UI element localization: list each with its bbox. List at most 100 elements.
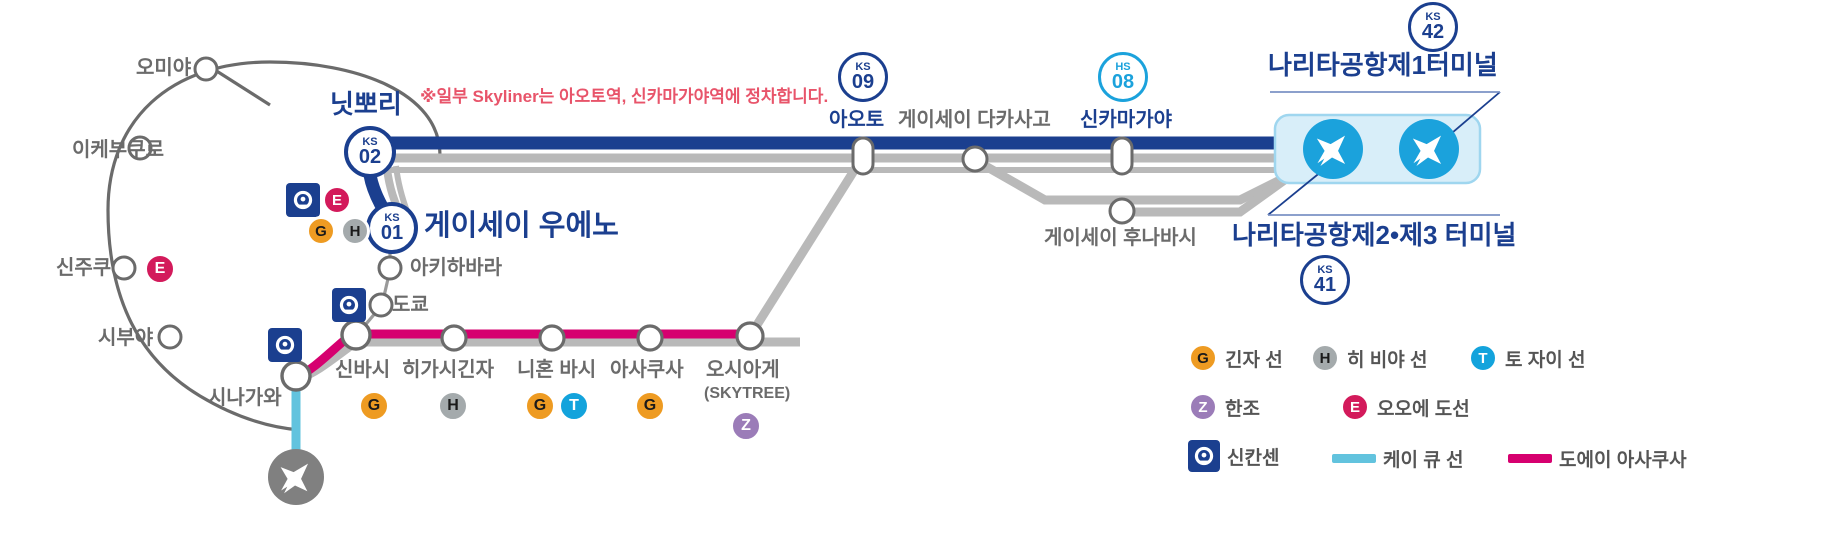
- line-badge-hibiya-ueno-letter: H: [349, 222, 361, 240]
- station-label-shin-kamagaya: 신카마가야: [1080, 109, 1172, 131]
- station-dot-shinjuku: [111, 255, 137, 281]
- legend-item-tozai[interactable]: T 토 자이 선: [1468, 343, 1585, 373]
- legend-label-toei-asakusa: 도에이 아사쿠사: [1559, 450, 1687, 471]
- legend-item-hibiya[interactable]: H 히 비야 선: [1310, 343, 1427, 373]
- shinkansen-icon-ueno: [286, 183, 320, 217]
- narita-t23-plane-icon: [1303, 119, 1363, 179]
- legend-chip-hibiya: H: [1310, 343, 1340, 373]
- line-badge-tozai-nihonbashi[interactable]: T: [558, 390, 590, 422]
- legend-label-hanzomon: 한조: [1225, 398, 1260, 420]
- ks-node-ks42[interactable]: KS 42: [1408, 2, 1458, 52]
- line-badge-hibiya-higashi-ginza[interactable]: H: [437, 390, 469, 422]
- line-badge-ginza-shimbashi[interactable]: G: [358, 390, 390, 422]
- station-dot-keisei-takasago: [961, 145, 989, 173]
- shinkansen-glyph-tokyo: [339, 295, 359, 315]
- line-badge-hibiya-higashi-ginza-letter: H: [447, 397, 459, 414]
- station-label-keisei-ueno: 게이세이 우에노: [424, 210, 619, 242]
- ks41-number: 41: [1313, 274, 1337, 296]
- line-badge-ginza-shimbashi-letter: G: [367, 397, 381, 414]
- line-badge-oedo-ueno-letter: E: [331, 191, 342, 209]
- station-label-nihonbashi: 니혼 바시: [517, 359, 597, 381]
- legend-chip-ginza: G: [1188, 343, 1218, 373]
- station-label-shinagawa: 시나가와: [208, 387, 282, 409]
- station-label-tokyo: 도쿄: [392, 294, 429, 316]
- station-dot-shibuya: [157, 324, 183, 350]
- legend-chip-ginza-letter: G: [1197, 349, 1209, 367]
- legend-label-keikyu: 케이 큐 선: [1383, 450, 1464, 471]
- station-dot-asakusa: [636, 324, 664, 352]
- station-label-aoto: 아오토: [829, 109, 885, 131]
- station-label-higashi-ginza: 히가시긴자: [402, 359, 494, 381]
- line-badge-oedo-ueno[interactable]: E: [322, 185, 352, 215]
- ks-node-ks41[interactable]: KS 41: [1300, 255, 1350, 305]
- legend-bar-toei-asakusa: [1508, 454, 1552, 463]
- line-badge-ginza-ueno-letter: G: [315, 222, 327, 240]
- omiya-spur-line: [214, 68, 271, 107]
- legend-item-toei-asakusa[interactable]: 도에이 아사쿠사: [1508, 445, 1687, 472]
- line-badge-oedo-shinjuku[interactable]: E: [144, 253, 176, 285]
- legend-chip-tozai-letter: T: [1478, 349, 1488, 367]
- line-badge-hanzomon-oshiage[interactable]: Z: [730, 410, 762, 442]
- station-label-oshiage: 오시아게: [706, 359, 780, 381]
- ks01-number: 01: [380, 222, 404, 244]
- hs08-prefix: HS: [1115, 61, 1131, 73]
- legend-item-hanzomon[interactable]: Z 한조: [1188, 392, 1260, 422]
- ks-node-ks02[interactable]: KS 02: [344, 126, 396, 178]
- line-badge-ginza-asakusa-letter: G: [643, 397, 657, 414]
- narita-t1-plane-icon: [1399, 119, 1459, 179]
- legend-item-oedo[interactable]: E 오오에 도선: [1340, 392, 1470, 422]
- funabashi-narita-line: [1122, 172, 1293, 217]
- station-label-nippori: 닛뽀리: [330, 89, 402, 119]
- yamanote-loop-line: [106, 60, 442, 432]
- station-dot-oshiage: [735, 321, 765, 351]
- shinkansen-glyph-shinagawa: [275, 335, 295, 355]
- ks-node-hs08[interactable]: HS 08: [1098, 52, 1148, 102]
- hs08-number: 08: [1111, 71, 1135, 93]
- legend-chip-hanzomon-letter: Z: [1198, 398, 1208, 416]
- station-dot-keisei-funabashi: [1108, 197, 1136, 225]
- legend-chip-hanzomon: Z: [1188, 392, 1218, 422]
- station-dot-omiya: [193, 56, 219, 82]
- station-dot-akihabara: [377, 255, 403, 281]
- oshiage-aoto-line: [746, 155, 866, 339]
- legend-item-shinkansen[interactable]: 신칸센: [1188, 440, 1279, 472]
- legend-chip-hibiya-letter: H: [1319, 349, 1331, 367]
- ks-node-ks09[interactable]: KS 09: [838, 52, 888, 102]
- station-dot-tokyo: [368, 292, 394, 318]
- station-dot-ikebukuro: [127, 135, 153, 161]
- legend-chip-shinkansen: [1188, 440, 1220, 472]
- legend-label-tozai: 토 자이 선: [1505, 349, 1586, 371]
- station-dot-nihonbashi: [538, 324, 566, 352]
- line-badge-ginza-ueno[interactable]: G: [306, 216, 336, 246]
- shinkansen-glyph-legend: [1194, 446, 1214, 466]
- line-badge-ginza-nihonbashi[interactable]: G: [524, 390, 556, 422]
- ks-node-ks01[interactable]: KS 01: [366, 202, 418, 254]
- line-badge-hibiya-ueno[interactable]: H: [340, 216, 370, 246]
- legend-item-keikyu[interactable]: 케이 큐 선: [1332, 445, 1463, 472]
- ks09-prefix: KS: [855, 61, 871, 73]
- legend-chip-oedo: E: [1340, 392, 1370, 422]
- station-label-keisei-takasago: 게이세이 다카사고: [898, 109, 1051, 131]
- legend-chip-tozai: T: [1468, 343, 1498, 373]
- ks02-prefix: KS: [362, 136, 378, 148]
- shinkansen-icon-shinagawa: [268, 328, 302, 362]
- line-badge-ginza-asakusa[interactable]: G: [634, 390, 666, 422]
- ks42-prefix: KS: [1425, 11, 1441, 23]
- legend-label-ginza: 긴자 선: [1225, 349, 1283, 371]
- station-label-shinjuku: 신주쿠: [56, 257, 112, 279]
- legend-item-ginza[interactable]: G 긴자 선: [1188, 343, 1283, 373]
- legend-label-oedo: 오오에 도선: [1377, 398, 1470, 420]
- line-badge-oedo-shinjuku-letter: E: [154, 260, 166, 277]
- station-label-shibuya: 시부야: [98, 327, 154, 349]
- station-dot-aoto: [851, 136, 875, 176]
- skyliner-note: ※일부 Skyliner는 아오토역, 신카마가야역에 정차합니다.: [420, 87, 829, 106]
- station-label-oshiage-sub: (SKYTREE): [704, 385, 791, 402]
- station-label-shimbashi: 신바시: [335, 359, 391, 381]
- station-dot-shin-kamagaya: [1110, 136, 1134, 176]
- shinkansen-glyph: [293, 190, 313, 210]
- haneda-airport-icon: [268, 449, 324, 505]
- line-badge-hanzomon-oshiage-letter: Z: [741, 417, 751, 434]
- station-dot-shimbashi: [340, 319, 372, 351]
- station-label-narita-t23: 나리타공항제2•제3 터미널: [1232, 220, 1517, 250]
